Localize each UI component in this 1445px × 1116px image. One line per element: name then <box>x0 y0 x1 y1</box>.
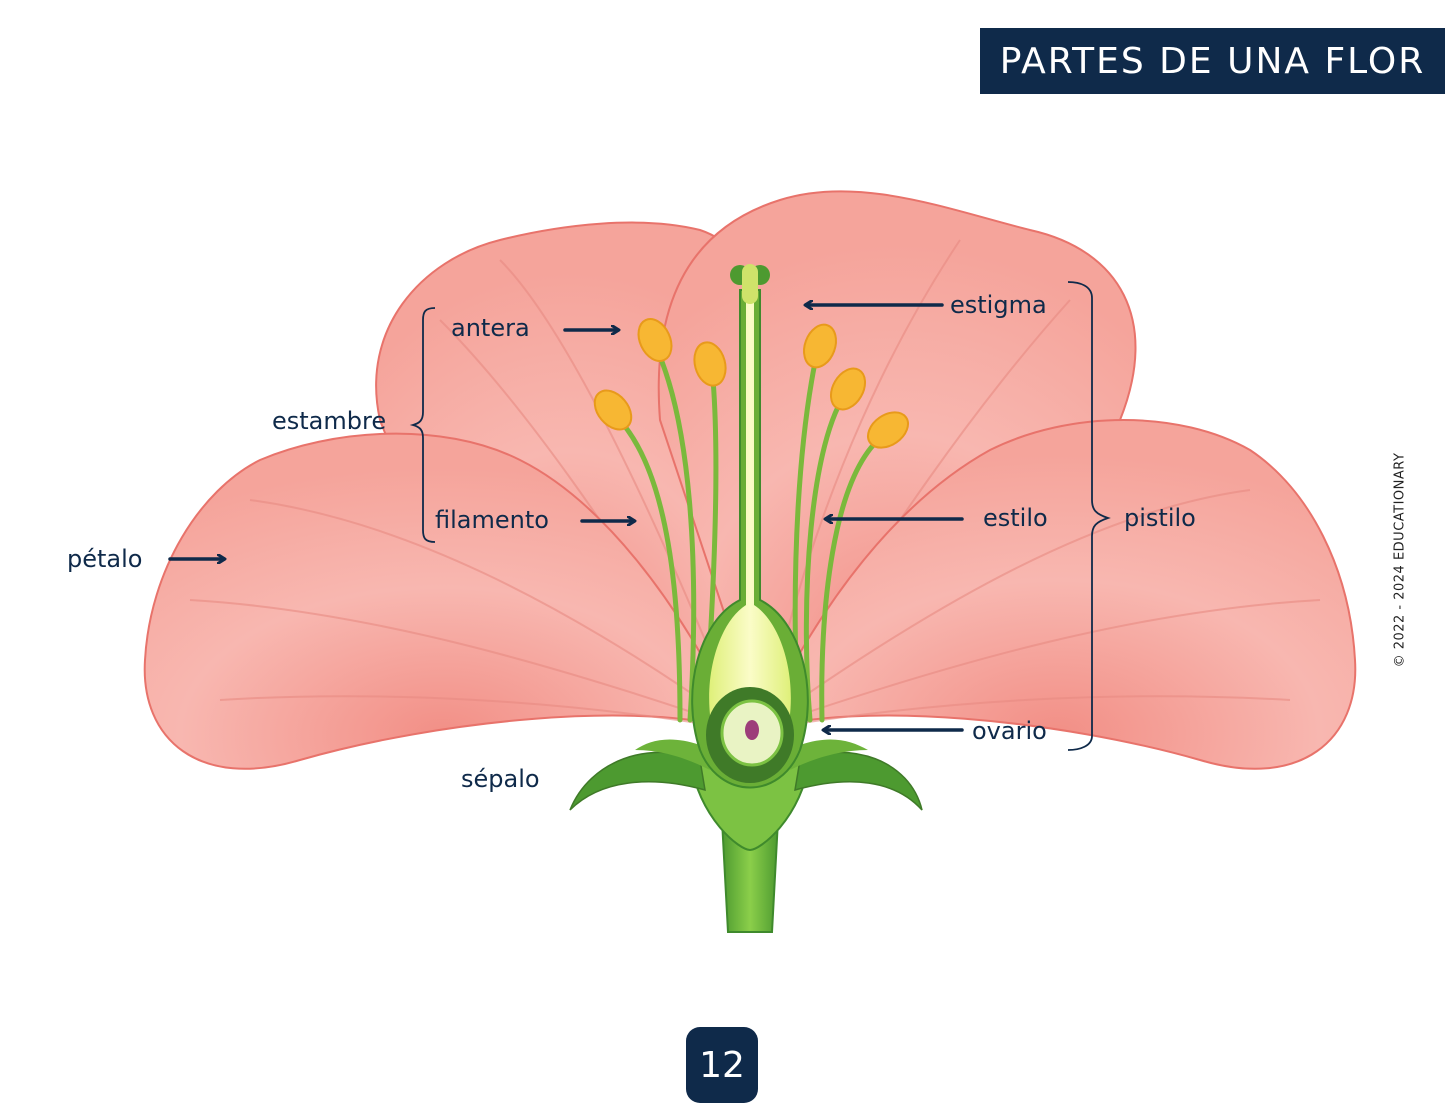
petal-left <box>143 432 742 770</box>
label-filamento: filamento <box>435 506 549 534</box>
label-estilo: estilo <box>983 504 1048 532</box>
page-number: 12 <box>699 1044 745 1086</box>
label-pistilo: pistilo <box>1124 504 1196 532</box>
label-sepalo: sépalo <box>461 765 540 793</box>
page-title: PARTES DE UNA FLOR <box>999 40 1426 82</box>
label-estigma: estigma <box>950 291 1047 319</box>
label-estambre: estambre <box>272 407 386 435</box>
anthers <box>593 318 909 449</box>
petal-right <box>758 419 1357 770</box>
page-number-badge: 12 <box>686 1027 758 1103</box>
copyright-text: © 2022 - 2024 EDUCATIONARY <box>1392 452 1408 668</box>
label-ovario: ovario <box>972 717 1047 745</box>
sepal <box>569 739 923 852</box>
brace-estambre <box>409 307 436 543</box>
label-antera: antera <box>451 314 530 342</box>
brace-pistilo <box>1067 281 1111 751</box>
filaments <box>612 342 891 723</box>
pistil <box>691 264 809 789</box>
petal-back-right <box>657 190 1137 722</box>
label-petalo: pétalo <box>67 545 142 573</box>
title-banner: PARTES DE UNA FLOR <box>980 28 1445 94</box>
